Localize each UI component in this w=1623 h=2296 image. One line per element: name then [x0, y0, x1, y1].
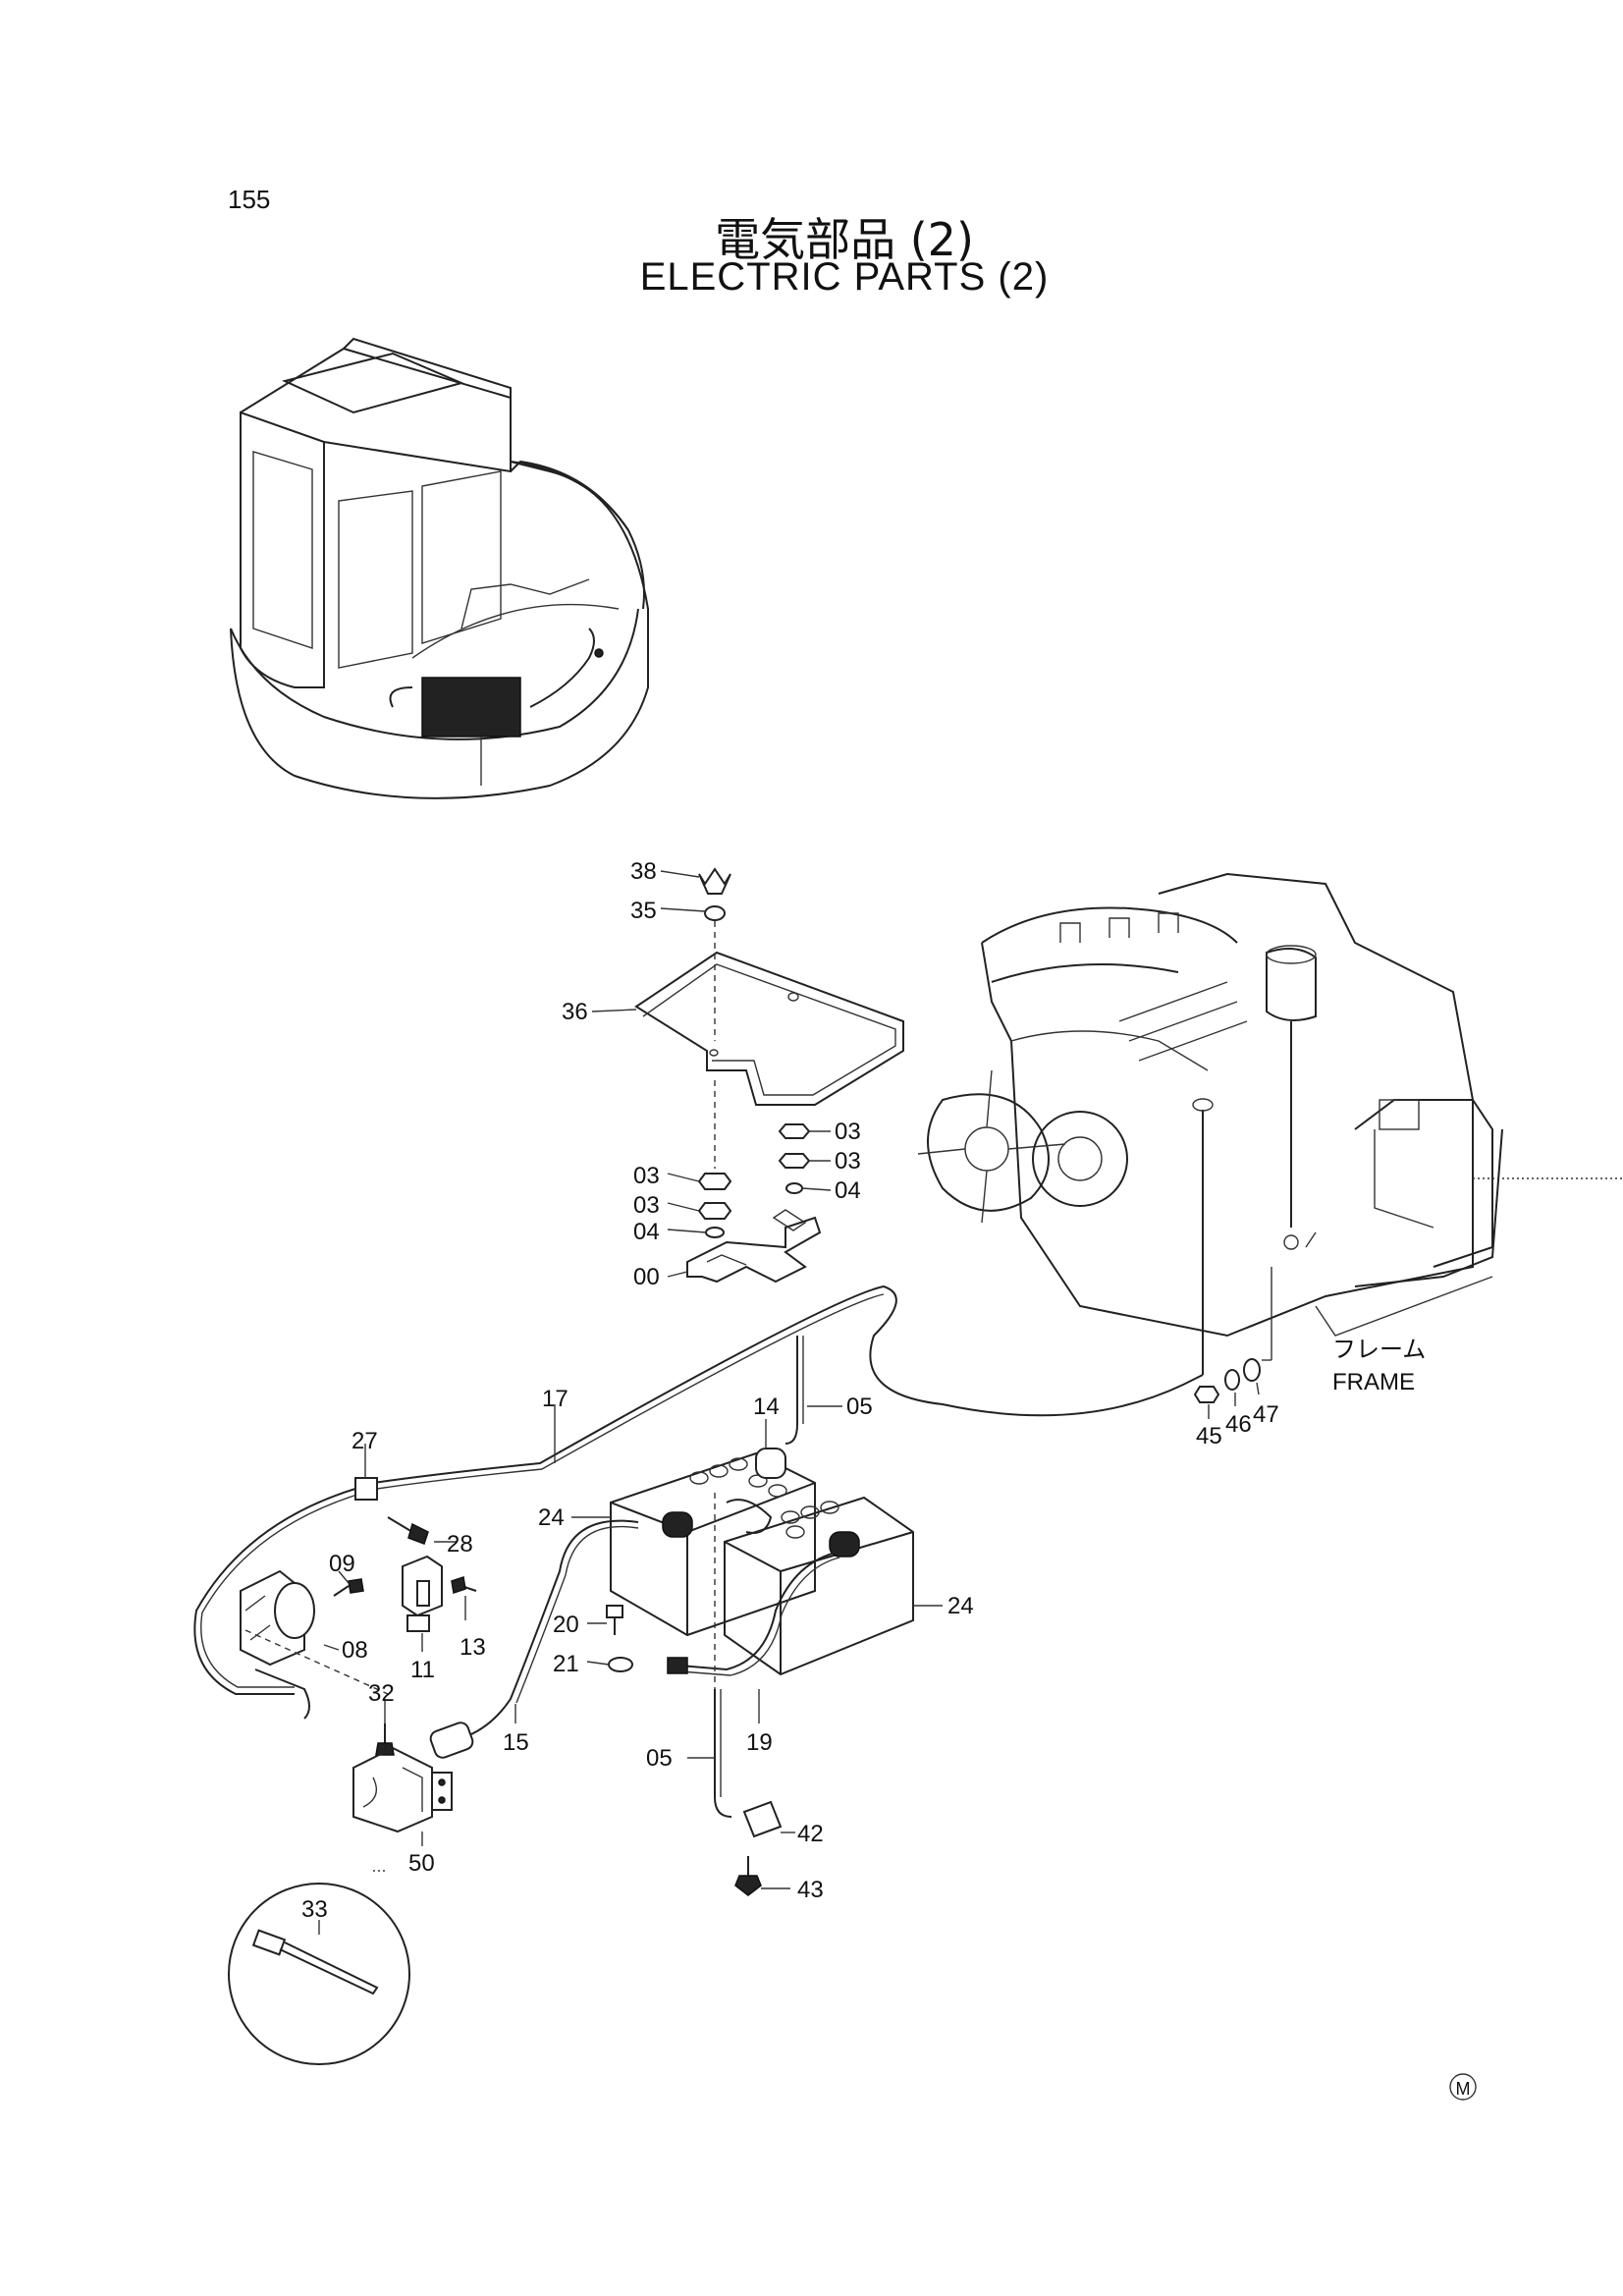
- frame-label-japanese: フレーム: [1332, 1336, 1426, 1363]
- page-title-english: ELECTRIC PARTS (2): [639, 255, 1050, 299]
- callout-09: 09: [329, 1551, 355, 1577]
- page-number: 155: [228, 185, 271, 214]
- callout-labels: 38 35 36 03 03 04 03 03 04 00 17 14 05 2…: [301, 858, 1279, 1923]
- callout-08: 08: [342, 1637, 368, 1664]
- callout-17: 17: [542, 1386, 568, 1412]
- callout-04-right: 04: [835, 1177, 861, 1204]
- callout-28: 28: [447, 1531, 473, 1558]
- callout-45: 45: [1196, 1423, 1222, 1449]
- callout-05-lower: 05: [646, 1745, 673, 1772]
- callout-03-left-bottom: 03: [633, 1192, 660, 1219]
- callout-03-left-top: 03: [633, 1163, 660, 1189]
- battery-cover-plate: [634, 951, 904, 1106]
- j-bolt-05-upper: [784, 1336, 798, 1445]
- callout-33: 33: [301, 1896, 328, 1923]
- switch-50: [352, 1746, 453, 1833]
- callout-32: 32: [368, 1680, 395, 1707]
- cable-27-loop: [193, 1487, 364, 1695]
- callout-19: 19: [746, 1729, 773, 1756]
- hardware-stack-left: [697, 1173, 732, 1238]
- cable-tie-detail-circle: [228, 1883, 410, 2065]
- bolt-28: [387, 1516, 429, 1545]
- washer-21: [608, 1657, 633, 1672]
- callout-36: 36: [562, 999, 588, 1025]
- hardware-stack-right: [778, 1123, 811, 1194]
- excavator-overview-illustration: [230, 337, 649, 799]
- callout-13: 13: [460, 1634, 486, 1661]
- lock-washer-46: [1224, 1369, 1240, 1391]
- callout-50: 50: [408, 1850, 435, 1877]
- callout-27: 27: [352, 1428, 378, 1454]
- callout-14: 14: [753, 1394, 780, 1420]
- callout-03-right-top: 03: [835, 1119, 861, 1145]
- cable-19: [667, 1551, 840, 1676]
- washer-47: [1243, 1358, 1261, 1382]
- callout-24-right: 24: [947, 1593, 974, 1619]
- battery-jumper-14: [726, 1448, 786, 1534]
- callout-03-right-bottom: 03: [835, 1148, 861, 1175]
- nut-45: [1193, 1386, 1220, 1403]
- relay-11: [402, 1555, 443, 1632]
- battery-location-marker: [421, 677, 521, 738]
- callout-38: 38: [630, 858, 657, 885]
- callout-46: 46: [1225, 1411, 1252, 1438]
- washer-35: [704, 905, 726, 921]
- cable-17: [372, 1285, 1204, 1490]
- callout-00: 00: [633, 1264, 660, 1290]
- callout-42: 42: [797, 1821, 824, 1847]
- bolt-09: [333, 1578, 364, 1597]
- callout-05-upper: 05: [846, 1394, 873, 1420]
- callout-35: 35: [630, 898, 657, 924]
- bolt-20: [606, 1605, 623, 1635]
- cable-15: [429, 1519, 639, 1759]
- callout-11: 11: [410, 1657, 435, 1683]
- battery-holder-00: [686, 1209, 822, 1284]
- bolt-43: [734, 1856, 762, 1896]
- j-bolt-05-lower: [714, 1689, 732, 1818]
- screw-32: [375, 1723, 395, 1756]
- callout-47: 47: [1253, 1401, 1279, 1428]
- callout-20: 20: [553, 1612, 579, 1638]
- battery-right: [724, 1496, 914, 1676]
- bolt-13: [451, 1576, 477, 1594]
- frame-label: フレーム FRAME: [1332, 1336, 1426, 1395]
- mark-letter: M: [1456, 2079, 1471, 2099]
- battery-relay-08: [240, 1569, 315, 1720]
- callout-21: 21: [553, 1651, 579, 1677]
- clamp-27: [354, 1477, 378, 1501]
- engine-illustration: [917, 872, 1623, 1375]
- frame-label-english: FRAME: [1332, 1369, 1415, 1395]
- circled-m-mark: M: [1449, 2073, 1477, 2101]
- callout-43: 43: [797, 1877, 824, 1903]
- wing-nut-38: [698, 867, 731, 895]
- plate-42: [742, 1800, 783, 1838]
- page-title-japanese: 電気部品 (2): [715, 213, 974, 266]
- callout-24-left: 24: [538, 1504, 565, 1531]
- callout-04-left: 04: [633, 1219, 660, 1245]
- callout-15: 15: [503, 1729, 529, 1756]
- leader-lines: [244, 870, 1260, 1935]
- battery-left: [610, 1451, 816, 1637]
